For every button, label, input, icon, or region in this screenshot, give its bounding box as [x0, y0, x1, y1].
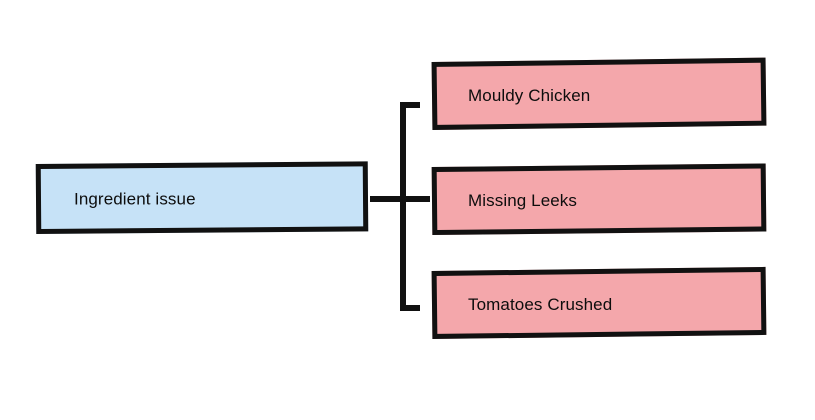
node-ingredient-issue[interactable]: Ingredient issue — [35, 161, 369, 234]
node-mouldy-chicken[interactable]: Mouldy Chicken — [431, 57, 767, 130]
node-label: Ingredient issue — [73, 188, 196, 208]
node-tomatoes-crushed[interactable]: Tomatoes Crushed — [431, 266, 767, 339]
node-missing-leeks[interactable]: Missing Leeks — [431, 163, 767, 235]
node-label: Mouldy Chicken — [467, 85, 591, 105]
node-label: Missing Leeks — [467, 190, 578, 210]
node-label: Tomatoes Crushed — [467, 294, 613, 314]
